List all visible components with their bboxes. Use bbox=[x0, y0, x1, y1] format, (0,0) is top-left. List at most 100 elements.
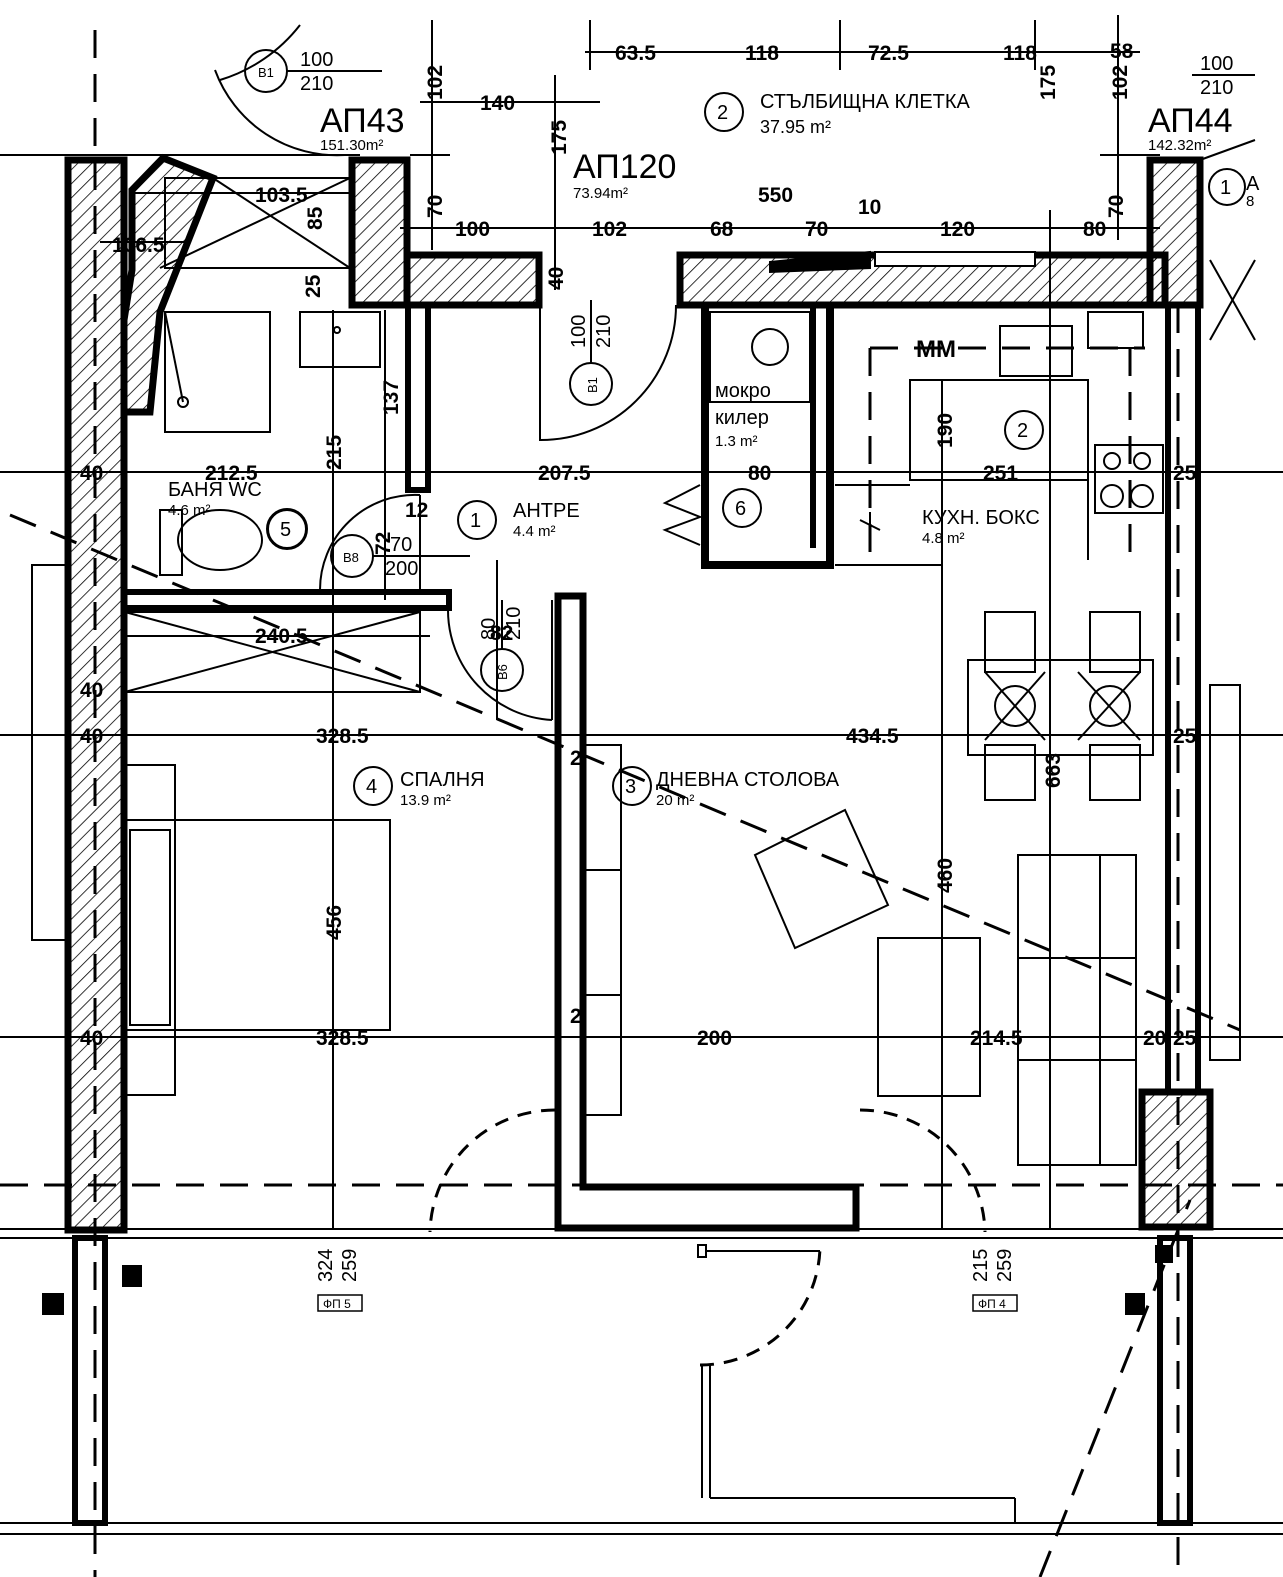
closet-name-1: мокро bbox=[715, 380, 771, 402]
bedroom-number: 4 bbox=[366, 776, 377, 798]
ap44-name: АП44 bbox=[1148, 102, 1233, 140]
dim-25-v: 25 bbox=[302, 274, 325, 298]
dim-175-left: 175 bbox=[548, 120, 571, 155]
room-1-number: 1 bbox=[470, 510, 481, 532]
balcony-door-frame bbox=[697, 1244, 1016, 1523]
dim-68: 68 bbox=[710, 218, 734, 241]
dim-63-5: 63.5 bbox=[615, 42, 656, 65]
dim-456: 456 bbox=[323, 905, 346, 940]
furniture bbox=[31, 177, 1256, 1166]
dim-214-5: 214.5 bbox=[970, 1027, 1023, 1050]
door-3-height: 200 bbox=[385, 558, 418, 580]
dim-240-5: 240.5 bbox=[255, 625, 308, 648]
kitchen-name: КУХН. БОКС bbox=[922, 507, 1040, 529]
dim-12: 12 bbox=[405, 499, 428, 522]
structural-walls bbox=[64, 153, 1214, 1234]
door-5-width: 100 bbox=[1200, 53, 1233, 75]
room-1-name: АНТРЕ bbox=[513, 500, 580, 522]
partition-walls bbox=[0, 302, 1283, 1535]
dim-40-472: 40 bbox=[80, 462, 103, 485]
dim-251: 251 bbox=[983, 462, 1018, 485]
dim-118-a: 118 bbox=[745, 42, 779, 65]
door-5-height: 210 bbox=[1200, 77, 1233, 99]
dim-140: 140 bbox=[480, 92, 515, 115]
dim-102-right: 102 bbox=[1109, 65, 1132, 100]
window-5-dim-a: 324 bbox=[315, 1249, 337, 1282]
dim-106-5: 106.5 bbox=[112, 234, 165, 257]
dim-25-735: 25 bbox=[1173, 725, 1197, 748]
dim-434-5: 434.5 bbox=[846, 725, 899, 748]
dim-40-top: 40 bbox=[545, 267, 568, 290]
kitchen-number: 2 bbox=[1017, 420, 1028, 442]
dim-70-right: 70 bbox=[1105, 195, 1128, 218]
room-number-markers bbox=[267, 92, 1246, 806]
dim-40-690: 40 bbox=[80, 679, 103, 702]
dim-102-left: 102 bbox=[424, 65, 447, 100]
closet-number: 6 bbox=[735, 498, 746, 520]
door-swings bbox=[214, 24, 1256, 721]
dim-663: 663 bbox=[1042, 753, 1065, 788]
room-2-number: 2 bbox=[717, 102, 728, 124]
dim-550: 550 bbox=[758, 184, 793, 207]
dim-40-735: 40 bbox=[80, 725, 103, 748]
living-number: 3 bbox=[625, 776, 636, 798]
dim-70-left: 70 bbox=[424, 195, 447, 218]
dimension-labels: 63.5 118 72.5 118 58 140 102 175 175 102… bbox=[80, 40, 1197, 1050]
dim-80-mid: 80 bbox=[748, 462, 771, 485]
door-1-tag: B1 bbox=[258, 65, 274, 80]
room-1-area: 4.4 m² bbox=[513, 523, 556, 540]
dim-137: 137 bbox=[380, 380, 403, 415]
ap43-area: 151.30m² bbox=[320, 137, 383, 154]
closet-area: 1.3 m² bbox=[715, 433, 758, 450]
dim-85: 85 bbox=[304, 206, 327, 230]
bath-area: 4.6 m² bbox=[168, 502, 211, 519]
ap120-area: 73.94m² bbox=[573, 185, 628, 202]
mm-label: MM bbox=[916, 336, 956, 363]
dim-25-1037: 25 bbox=[1173, 1027, 1197, 1050]
dim-58: 58 bbox=[1110, 40, 1134, 63]
bedroom-area: 13.9 m² bbox=[400, 792, 451, 809]
dim-120: 120 bbox=[940, 218, 975, 241]
door-3-width: 70 bbox=[390, 534, 412, 556]
dim-25-472: 25 bbox=[1173, 462, 1197, 485]
section-cut-number: 1 bbox=[1220, 177, 1231, 199]
door-4-width: 80 bbox=[478, 618, 500, 640]
window-4-dim-a: 215 bbox=[970, 1249, 992, 1282]
dim-2-a: 2 bbox=[570, 747, 582, 770]
dim-102: 102 bbox=[592, 218, 627, 241]
window-5-dim-b: 259 bbox=[339, 1249, 361, 1282]
dim-72: 72 bbox=[372, 532, 395, 555]
door-3-tag: B8 bbox=[343, 550, 359, 565]
dim-70-mid: 70 bbox=[805, 218, 828, 241]
dim-103-5: 103.5 bbox=[255, 184, 308, 207]
window-4-dim-b: 259 bbox=[994, 1249, 1016, 1282]
dim-20: 20 bbox=[1143, 1027, 1166, 1050]
room-2-name: СТЪЛБИЩНА КЛЕТКА bbox=[760, 91, 971, 113]
door-1-height: 210 bbox=[300, 73, 333, 95]
window-5-tag: ФП 5 bbox=[323, 1297, 351, 1311]
dim-10: 10 bbox=[858, 196, 881, 219]
dim-190: 190 bbox=[934, 413, 957, 448]
dim-82: 82 bbox=[490, 622, 513, 645]
door-2-width: 100 bbox=[568, 315, 590, 348]
section-cut-sub: 8 bbox=[1246, 193, 1254, 210]
section-cut-letter: А bbox=[1246, 173, 1260, 195]
door-4-height: 210 bbox=[503, 607, 525, 640]
dim-118-b: 118 bbox=[1003, 42, 1037, 65]
dim-328-5-a: 328.5 bbox=[316, 725, 369, 748]
bath-name: БАНЯ WC bbox=[168, 479, 262, 501]
dim-200: 200 bbox=[697, 1027, 732, 1050]
door-2-height: 210 bbox=[593, 315, 615, 348]
bedroom-name: СПАЛНЯ bbox=[400, 769, 485, 791]
closet-name-2: килер bbox=[715, 407, 769, 429]
balcony-door-swings bbox=[428, 1108, 987, 1367]
bath-number: 5 bbox=[280, 519, 291, 541]
dim-72-5: 72.5 bbox=[868, 42, 909, 65]
ap44-area: 142.32m² bbox=[1148, 137, 1211, 154]
living-area: 20 m² bbox=[656, 792, 694, 809]
dim-215: 215 bbox=[323, 435, 346, 470]
dim-212-5: 212.5 bbox=[205, 462, 258, 485]
window-4-tag: ФП 4 bbox=[978, 1297, 1006, 1311]
kitchen-area: 4.8 m² bbox=[922, 530, 965, 547]
